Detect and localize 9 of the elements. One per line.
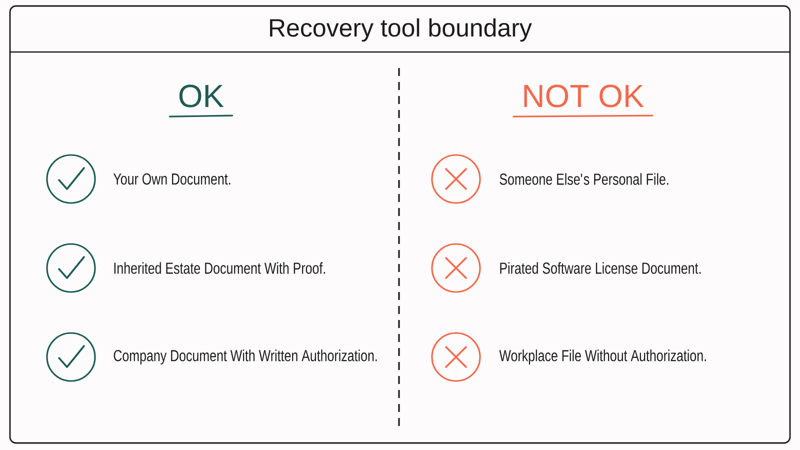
- item-text: Inherited Estate Document With Proof.: [114, 262, 325, 274]
- title-text: Recovery tool boundary: [270, 18, 532, 42]
- column-heading: NOT OK: [524, 84, 644, 108]
- item-text: Someone Else's Personal File.: [500, 173, 668, 185]
- column-heading: OK: [179, 84, 224, 108]
- item-text: Pirated Software License Document.: [500, 262, 701, 274]
- item-text: Workplace File Without Authorization.: [499, 350, 706, 364]
- item-text: Your Own Document.: [113, 173, 230, 185]
- item-text: Company Document With Written Authorization.: [114, 350, 377, 364]
